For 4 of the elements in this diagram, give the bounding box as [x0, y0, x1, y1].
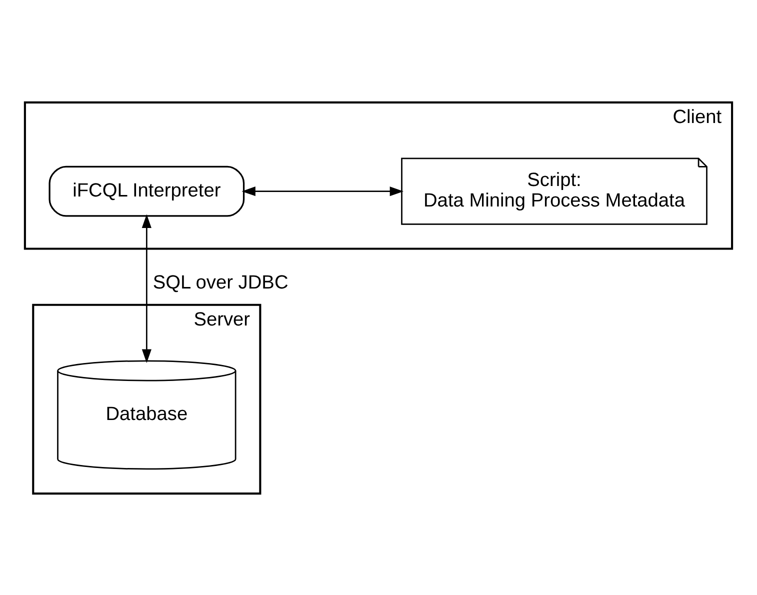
node-box: iFCQL Interpreter — [48, 165, 245, 216]
edge-label: SQL over JDBC — [152, 272, 288, 294]
arrow — [142, 214, 152, 362]
arrow — [242, 186, 404, 196]
